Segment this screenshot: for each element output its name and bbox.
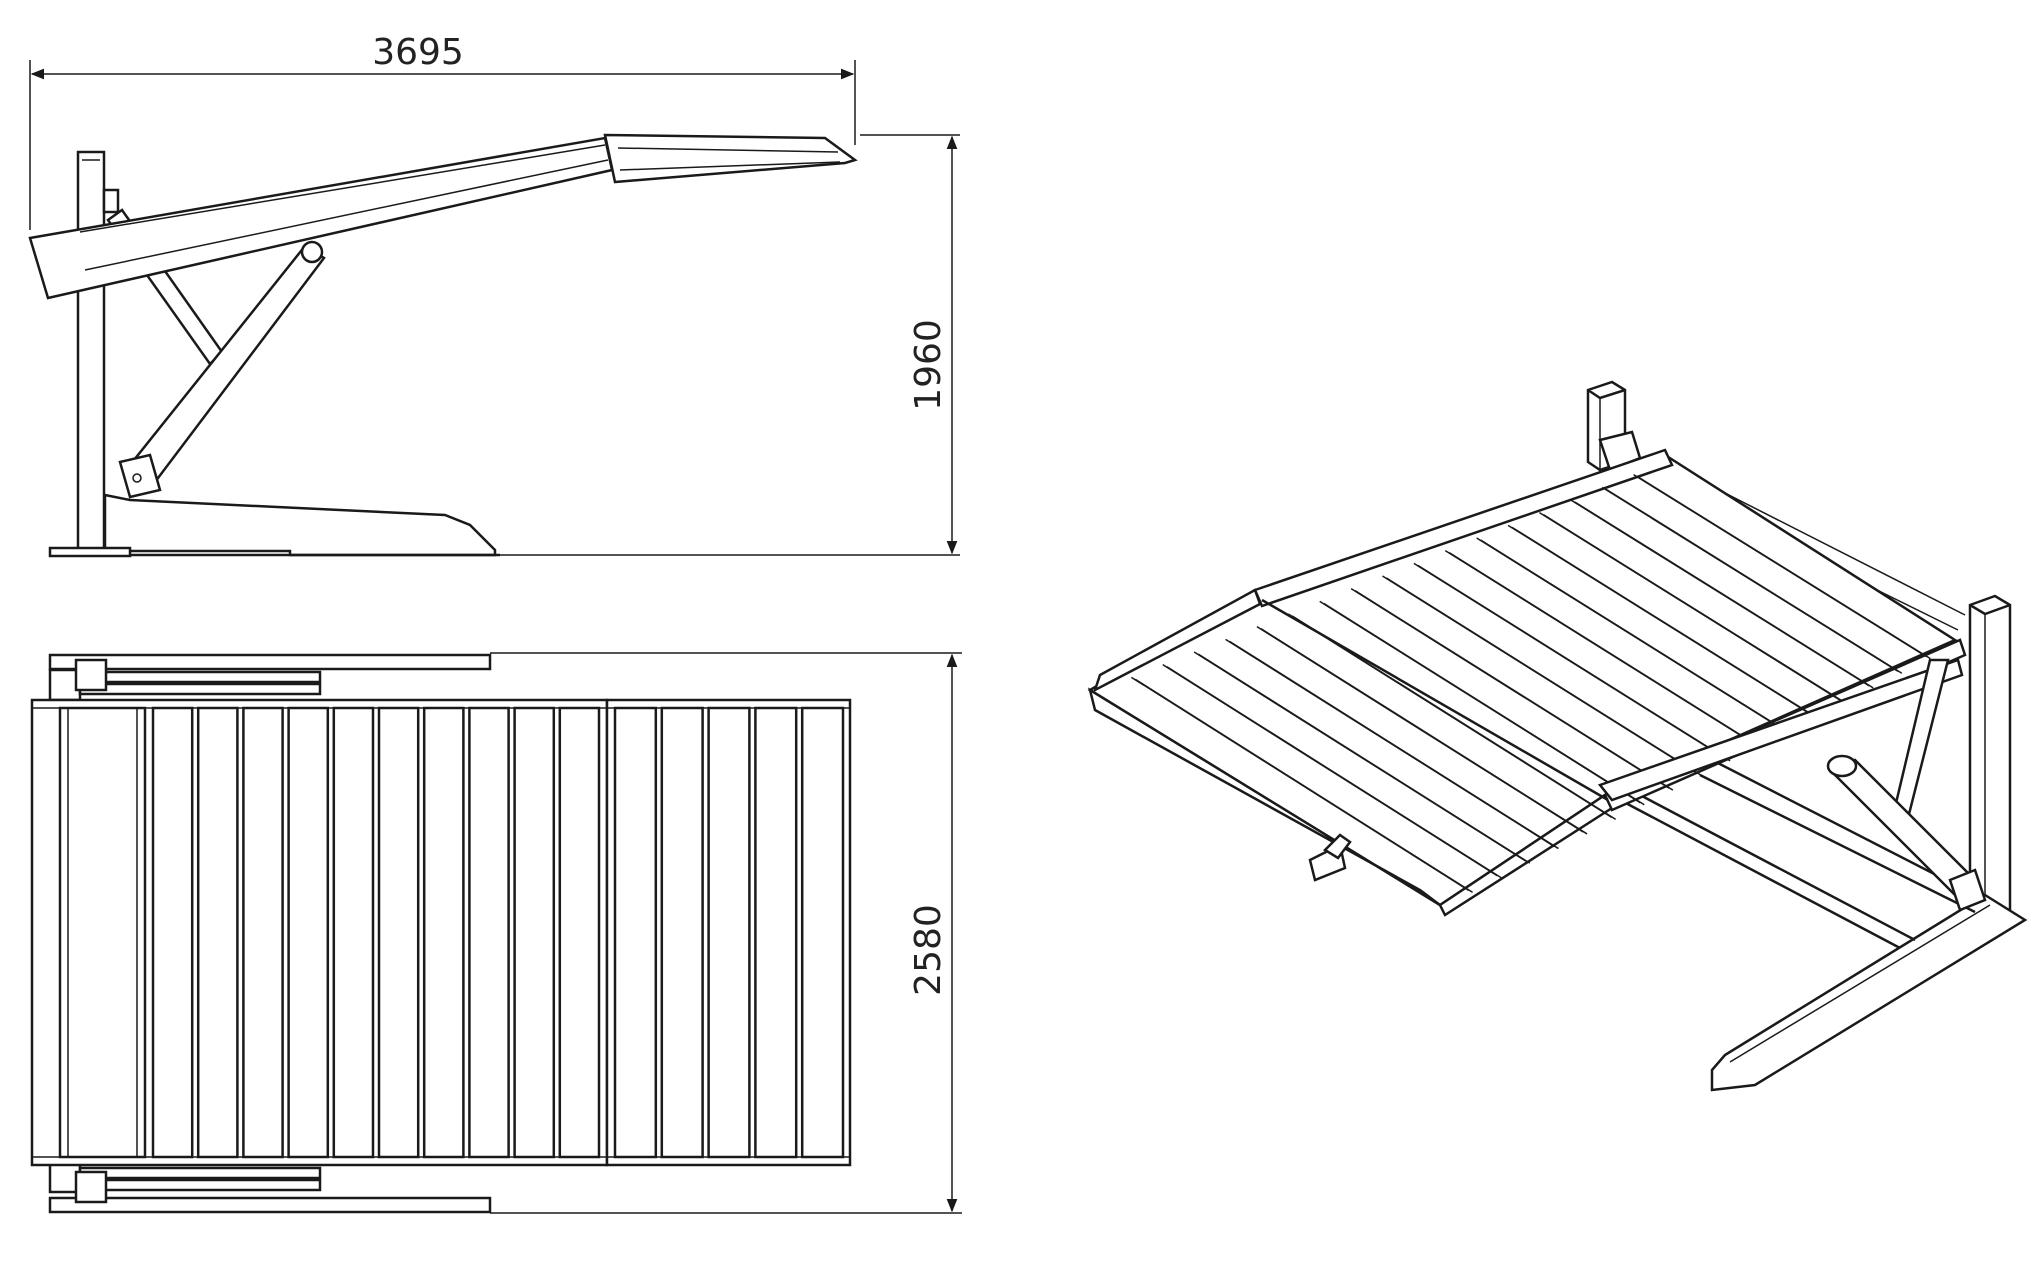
iso-back-post [1586, 380, 1642, 472]
iso-slat-edge [1574, 501, 1874, 689]
plan-slat [151, 706, 194, 1159]
height-dimension: 1960 [500, 134, 960, 556]
iso-lower-beam [1619, 798, 1901, 950]
iso-platform-slats [1130, 474, 1931, 894]
iso-slat-edge [1417, 564, 1731, 762]
iso-platform [1087, 448, 1967, 917]
top-side-rail [48, 653, 492, 702]
iso-slat-edge [1197, 653, 1531, 864]
iso-hydraulic-cylinder [1826, 754, 1987, 912]
width-dimension: 2580 [490, 652, 962, 1214]
length-dimension: 3695 [29, 32, 856, 230]
bottom-side-rail [48, 1160, 492, 1214]
iso-slat-edge [1480, 539, 1788, 733]
iso-slat-edge [1511, 526, 1817, 718]
ramp-slat [613, 706, 658, 1159]
iso-support-arm [1597, 658, 1964, 802]
platform-end-plan [58, 706, 147, 1159]
iso-slat-edge [1354, 590, 1674, 791]
isometric-view [1087, 380, 2028, 1092]
height-dimension-label: 1960 [908, 319, 949, 411]
ramp-slat [707, 706, 751, 1159]
main-platform-slats [151, 706, 601, 1159]
plan-slat [332, 706, 375, 1159]
iso-slat-edge [1323, 602, 1645, 806]
ramp-slats [613, 706, 845, 1159]
lift-post [76, 150, 106, 555]
iso-slat-edge [1260, 628, 1588, 835]
width-dimension-label: 2580 [908, 904, 949, 996]
plan-slat [422, 706, 465, 1159]
plan-slat [196, 706, 239, 1159]
plan-slat [287, 706, 330, 1159]
base-foot [103, 493, 497, 557]
iso-slat-edge [1637, 476, 1931, 660]
plan-view: 2580 [30, 652, 962, 1214]
iso-front-foot [1710, 893, 2028, 1092]
iso-slat-edge [1386, 577, 1702, 777]
plan-slat [377, 706, 420, 1159]
base-plate [48, 546, 132, 558]
iso-slat-edge [1229, 640, 1559, 850]
ramp-slat [660, 706, 704, 1159]
iso-slat-edge [1543, 514, 1845, 704]
iso-slat-edge [1605, 488, 1903, 674]
plan-slat [558, 706, 601, 1159]
plan-slat [513, 706, 556, 1159]
iso-slat-edge [1134, 678, 1474, 894]
iso-slat-edge [1448, 552, 1760, 747]
ramp-slat [800, 706, 845, 1159]
side-elevation-view: 3695 1960 [28, 32, 960, 558]
platform-ramp-side [603, 133, 858, 184]
length-dimension-label: 3695 [372, 32, 464, 73]
post-bracket [102, 188, 120, 214]
plan-slat [468, 706, 510, 1159]
iso-slat-edge [1166, 666, 1502, 879]
plan-slat [242, 706, 284, 1159]
ramp-slat [754, 706, 798, 1159]
